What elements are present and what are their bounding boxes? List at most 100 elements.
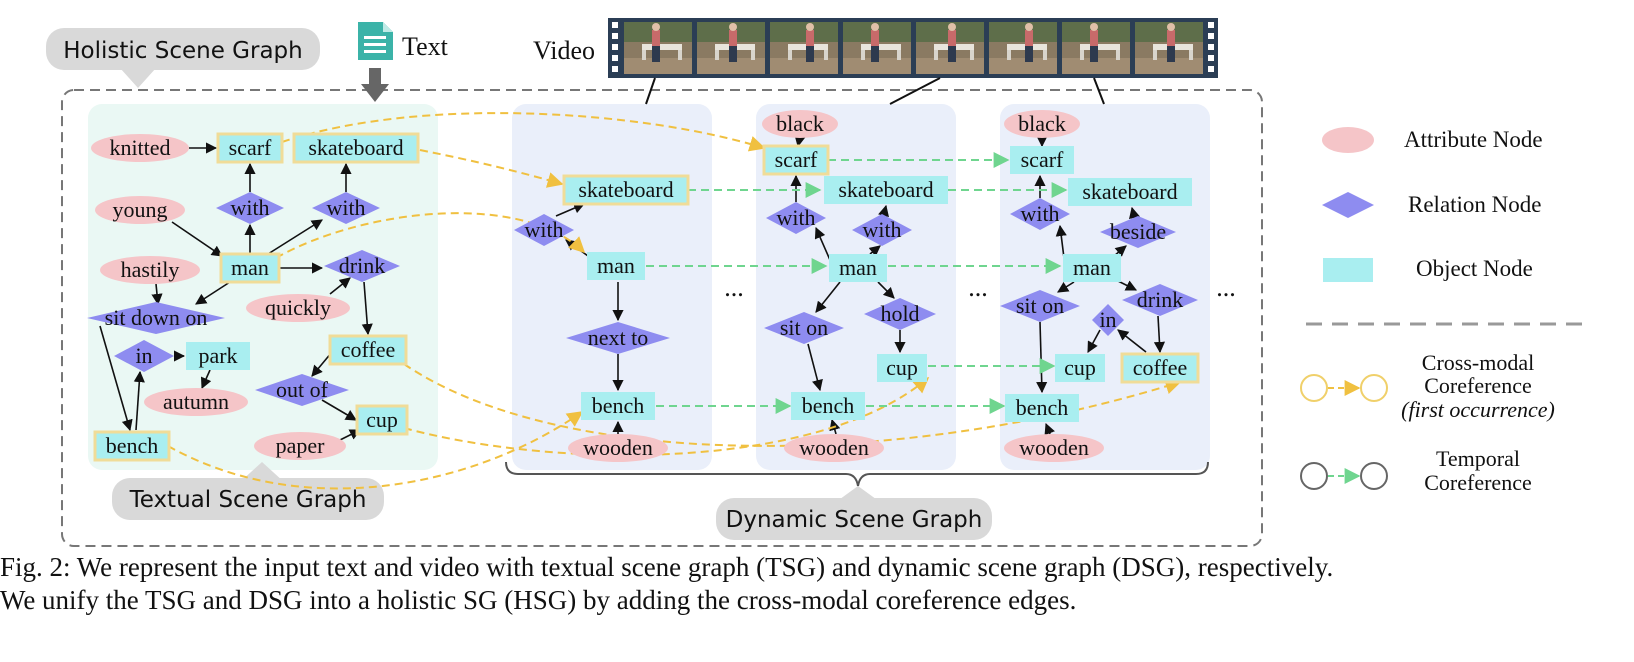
node-label: wooden [799,435,869,460]
node-label: park [198,343,237,368]
node-label: autumn [163,389,229,414]
video-frame [624,22,692,74]
node-d3-wooden: wooden [1004,434,1104,462]
node-label: man [597,253,635,278]
node-label: out of [276,377,329,402]
edge-d3drink-d3coffee [1153,315,1166,354]
sprocket-hole [1208,66,1214,72]
node-d2-skate: skateboard [824,176,948,204]
sprocket-hole [612,33,618,39]
hsg-frame [61,89,1263,547]
node-label: knitted [109,135,170,160]
legend-object-swatch [1323,258,1373,282]
legend-attribute-label: Attribute Node [1404,127,1543,152]
node-d2-hold: hold [864,298,936,330]
node-d1-bench: bench [581,392,655,420]
node-label: young [113,197,168,222]
node-d1-wooden: wooden [568,434,668,462]
sprocket-hole [612,55,618,61]
legend-relation-label: Relation Node [1408,192,1542,217]
sprocket-hole [1208,44,1214,50]
video-frame [770,22,838,74]
cross-edge-scarf [281,112,766,152]
node-label: sit on [780,315,828,340]
node-label: skateboard [308,135,403,160]
node-t-sit: sit down on [87,302,225,334]
node-d1-with: with [514,214,574,246]
node-label: man [1073,255,1111,280]
node-d2-man: man [829,254,887,282]
text-document-icon [358,22,393,60]
node-label: bench [106,433,159,458]
caption-line-2: We unify the TSG and DSG into a holistic… [0,585,1077,615]
node-label: cup [1064,355,1096,380]
node-t-outof: out of [255,374,349,406]
node-label: in [135,343,152,368]
sprocket-hole [612,66,618,72]
node-d3-in: in [1092,304,1124,336]
node-t-hastily: hastily [100,256,200,284]
node-d3-skate: skateboard [1068,178,1192,206]
node-label: skateboard [578,177,673,202]
node-label: next to [588,325,649,350]
node-label: skateboard [838,177,933,202]
legend-temporal-node-a [1300,462,1328,490]
node-label: cup [886,355,918,380]
node-label: scarf [229,135,272,160]
node-label: sit down on [105,305,208,330]
video-label: Video [533,36,595,65]
tsg-label: Textual Scene Graph [129,487,367,513]
cross-edge-bench [167,411,584,490]
node-label: quickly [265,295,331,320]
node-label: wooden [583,435,653,460]
node-label: scarf [1021,147,1064,172]
edge-d3siton-d3bench [1036,321,1048,394]
edge-man-with2 [267,219,323,255]
node-d2-black: black [762,110,838,138]
node-label: black [1018,111,1066,136]
node-d1-man: man [587,252,645,280]
video-frame [1135,22,1203,74]
edge-d3in-d3cup [1087,329,1101,353]
ellipsis-2: ... [968,273,988,302]
edge-d2siton-d2bench [807,343,823,392]
node-d3-beside: beside [1100,216,1176,248]
node-label: bench [802,393,855,418]
sprocket-hole [1208,55,1214,61]
node-label: coffee [341,337,396,362]
video-frame [1062,22,1130,74]
node-d3-cup: cup [1055,354,1105,382]
node-label: in [1099,307,1116,332]
node-t-bench: bench [93,430,171,462]
node-label: sit on [1016,293,1064,318]
edge-d3man-d3with [1055,224,1067,259]
node-label: black [776,111,824,136]
node-d2-bench: bench [791,392,865,420]
legend: Attribute Node Relation Node Object Node… [1300,127,1582,495]
node-label: skateboard [1082,179,1177,204]
node-d1-nextto: next to [566,322,670,354]
node-d3-scarf: scarf [1010,146,1074,174]
node-label: paper [276,433,326,458]
edge-man-sit [195,281,231,305]
node-d2-wooden: wooden [784,434,884,462]
edge-quickly-drink [329,277,351,295]
edge-d2with2-d2skate [878,204,889,218]
node-t-autumn: autumn [144,388,248,416]
node-label: cup [366,407,398,432]
node-label: bench [1016,395,1069,420]
text-input-arrow [361,68,389,102]
node-t-skateboard: skateboard [292,132,420,164]
node-d3-bench: bench [1005,394,1079,422]
edge-d2man-d2with2 [868,245,881,257]
edge-d2man-d2hold [877,281,895,299]
video-filmstrip [608,18,1218,78]
cross-edge-cup [403,376,930,457]
node-label: hastily [121,257,180,282]
node-t-man: man [219,252,281,284]
legend-temporal-label-2: Coreference [1424,470,1531,495]
ellipsis-1: ... [724,273,744,302]
edge-drink-coffee [361,281,373,336]
node-label: scarf [775,147,818,172]
tsg-callout: Textual Scene Graph [112,462,384,520]
